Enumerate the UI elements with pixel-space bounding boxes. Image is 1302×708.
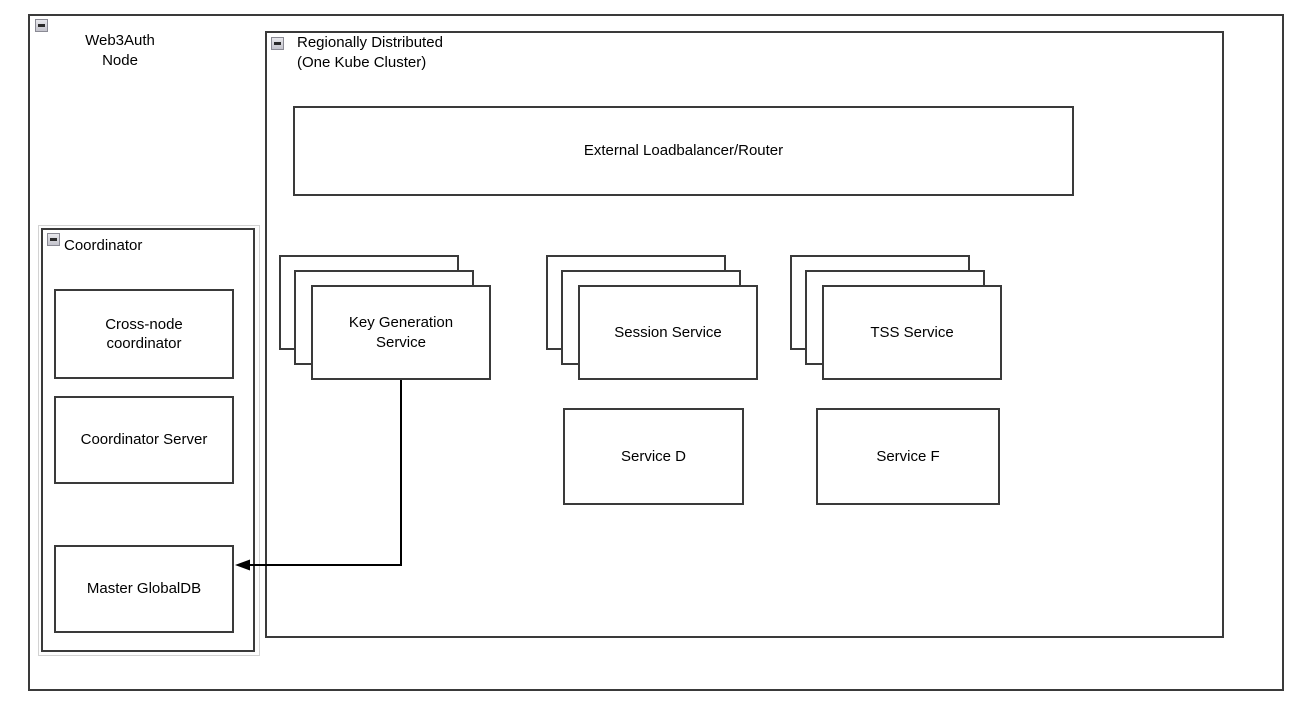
kube-cluster-label: Regionally Distributed (One Kube Cluster…	[297, 34, 443, 71]
cross-node-coordinator-node[interactable]: Cross-node coordinator	[54, 289, 234, 379]
session-service-node[interactable]: Session Service	[578, 285, 758, 380]
minus-collapse-icon[interactable]	[35, 19, 48, 32]
coordinator-server-node[interactable]: Coordinator Server	[54, 396, 234, 484]
service-d-node[interactable]: Service D	[563, 408, 744, 505]
minus-collapse-icon[interactable]	[47, 233, 60, 246]
session-service-stack[interactable]: Session Service	[546, 255, 760, 385]
coordinator-label: Coordinator	[64, 237, 143, 254]
external-loadbalancer-node[interactable]: External Loadbalancer/Router	[293, 106, 1074, 196]
minus-collapse-icon[interactable]	[271, 37, 284, 50]
key-generation-service-node[interactable]: Key Generation Service	[311, 285, 491, 380]
web3auth-node-label: Web3Auth Node	[85, 32, 155, 69]
tss-service-stack[interactable]: TSS Service	[790, 255, 1004, 385]
tss-service-node[interactable]: TSS Service	[822, 285, 1002, 380]
key-generation-service-stack[interactable]: Key Generation Service	[279, 255, 493, 385]
service-f-node[interactable]: Service F	[816, 408, 1000, 505]
master-globaldb-node[interactable]: Master GlobalDB	[54, 545, 234, 633]
